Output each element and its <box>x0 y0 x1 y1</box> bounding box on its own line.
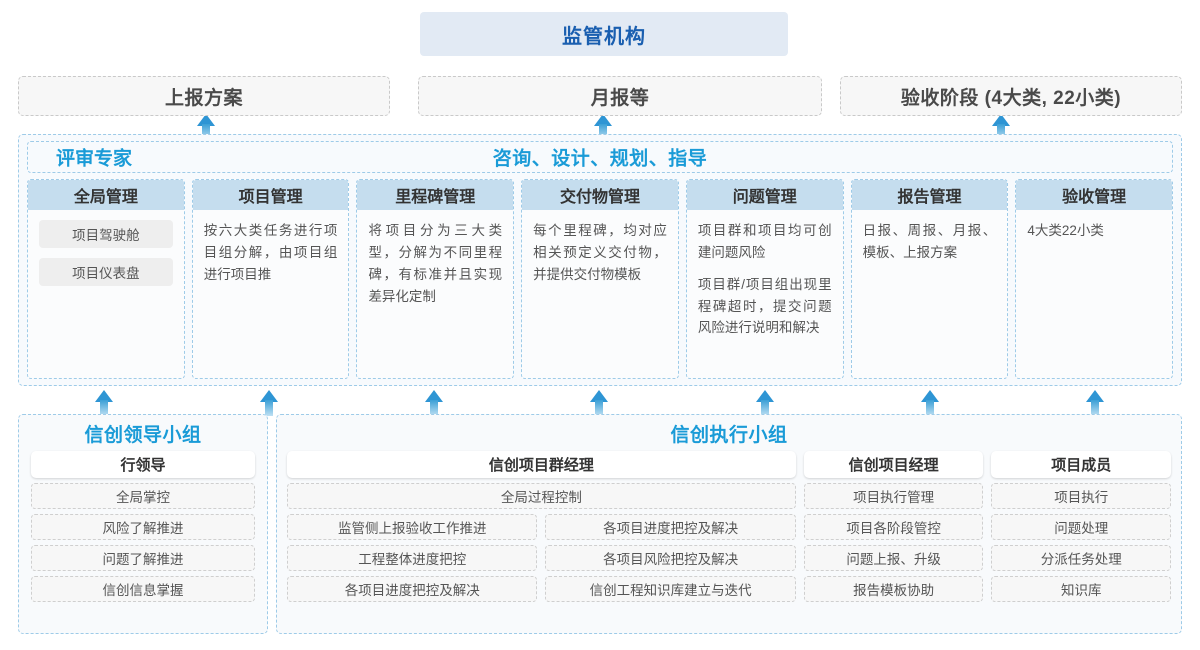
column-header: 里程碑管理 <box>357 180 514 210</box>
report-label: 上报方案 <box>164 87 243 109</box>
role-program-manager[interactable]: 信创项目群经理 <box>287 451 796 478</box>
task-item[interactable]: 全局掌控 <box>31 483 255 509</box>
arrow-up-col-3 <box>590 390 608 416</box>
task-item[interactable]: 监管侧上报验收工作推进 <box>287 514 538 540</box>
task-item[interactable]: 知识库 <box>991 576 1172 602</box>
role-bank-leader[interactable]: 行领导 <box>31 451 255 478</box>
task-item[interactable]: 项目执行 <box>991 483 1172 509</box>
task-item[interactable]: 问题了解推进 <box>31 545 255 571</box>
column-issue-management[interactable]: 问题管理 项目群和项目均可创建问题风险 项目群/项目组出现里程碑超时，提交问题风… <box>685 179 844 379</box>
pill-item[interactable]: 项目驾驶舱 <box>39 220 173 248</box>
regulator-box: 监管机构 <box>420 12 788 56</box>
exec-role-columns: 信创项目群经理 全局过程控制 监管侧上报验收工作推进 工程整体进度把控 各项目进… <box>287 451 1172 629</box>
task-item[interactable]: 问题处理 <box>991 514 1172 540</box>
report-label: 验收阶段 (4大类, 22小类) <box>900 87 1122 109</box>
column-header: 报告管理 <box>851 180 1008 210</box>
exec-group-title: 信创执行小组 <box>670 425 788 446</box>
task-item[interactable]: 问题上报、升级 <box>803 545 984 571</box>
review-expert-label: 评审专家 <box>56 148 133 170</box>
task-item[interactable]: 信创工程知识库建立与迭代 <box>545 576 796 602</box>
report-box-plan: 上报方案 <box>18 76 390 116</box>
report-row: 上报方案 月报等 验收阶段 (4大类, 22小类) <box>18 76 1182 116</box>
column-report-management[interactable]: 报告管理 日报、周报、月报、模板、上报方案 <box>850 179 1009 379</box>
program-manager-subcolumns: 监管侧上报验收工作推进 工程整体进度把控 各项目进度把控及解决 各项目进度把控及… <box>287 509 796 602</box>
program-manager-left-tasks: 监管侧上报验收工作推进 工程整体进度把控 各项目进度把控及解决 <box>287 509 538 602</box>
report-box-acceptance: 验收阶段 (4大类, 22小类) <box>840 76 1182 116</box>
column-milestone-management[interactable]: 里程碑管理 将项目分为三大类型，分解为不同里程碑，有标准并且实现差异化定制 <box>356 179 515 379</box>
column-paragraph: 日报、周报、月报、模板、上报方案 <box>862 223 997 260</box>
column-header: 交付物管理 <box>522 180 678 210</box>
task-item-full[interactable]: 全局过程控制 <box>287 483 796 509</box>
column-body: 每个里程碑，均对应相关预定义交付物，并提供交付物模板 <box>522 210 678 378</box>
column-paragraph: 将项目分为三大类型，分解为不同里程碑，有标准并且实现差异化定制 <box>368 223 503 304</box>
program-manager-right-tasks: 各项目进度把控及解决 各项目风险把控及解决 信创工程知识库建立与迭代 <box>545 509 796 602</box>
role-project-manager[interactable]: 信创项目经理 <box>803 451 984 478</box>
middle-panel: 评审专家 咨询、设计、规划、指导 全局管理 项目驾驶舱 项目仪表盘 项目管理 按… <box>18 134 1182 386</box>
column-body: 日报、周报、月报、模板、上报方案 <box>852 210 1008 378</box>
arrow-up-report-1 <box>594 114 612 140</box>
task-item[interactable]: 工程整体进度把控 <box>287 545 538 571</box>
role-project-member[interactable]: 项目成员 <box>991 451 1172 478</box>
report-box-monthly: 月报等 <box>418 76 822 116</box>
arrow-up-col-0 <box>95 390 113 416</box>
task-item[interactable]: 报告模板协助 <box>803 576 984 602</box>
column-body: 4大类22小类 <box>1016 210 1172 378</box>
exec-group-panel: 信创执行小组 信创项目群经理 全局过程控制 监管侧上报验收工作推进 工程整体进度… <box>276 414 1182 634</box>
column-acceptance-management[interactable]: 验收管理 4大类22小类 <box>1015 179 1174 379</box>
column-global-management[interactable]: 全局管理 项目驾驶舱 项目仪表盘 <box>27 179 185 379</box>
project-manager-block: 信创项目经理 项目执行管理 项目各阶段管控 问题上报、升级 报告模板协助 <box>803 451 984 629</box>
arrow-up-report-0 <box>197 114 215 140</box>
column-paragraph: 项目群/项目组出现里程碑超时，提交问题风险进行说明和解决 <box>697 276 832 336</box>
column-header: 项目管理 <box>192 180 349 210</box>
task-item[interactable]: 分派任务处理 <box>991 545 1172 571</box>
arrow-up-col-1 <box>260 390 278 416</box>
leader-group-title: 信创领导小组 <box>84 425 202 446</box>
arrow-up-col-2 <box>425 390 443 416</box>
regulator-label: 监管机构 <box>562 25 646 48</box>
column-header: 全局管理 <box>28 180 184 210</box>
task-item[interactable]: 各项目进度把控及解决 <box>545 514 796 540</box>
column-header: 问题管理 <box>686 180 843 210</box>
column-header: 验收管理 <box>1016 180 1173 210</box>
column-body: 项目驾驶舱 项目仪表盘 <box>28 210 184 378</box>
column-project-management[interactable]: 项目管理 按六大类任务进行项目组分解，由项目组进行项目推 <box>191 179 350 379</box>
column-paragraph: 按六大类任务进行项目组分解，由项目组进行项目推 <box>203 223 338 282</box>
task-item[interactable]: 信创信息掌握 <box>31 576 255 602</box>
arrow-up-report-2 <box>992 114 1010 140</box>
column-body: 将项目分为三大类型，分解为不同里程碑，有标准并且实现差异化定制 <box>357 210 513 378</box>
column-paragraph: 每个里程碑，均对应相关预定义交付物，并提供交付物模板 <box>533 223 667 282</box>
arrow-up-col-5 <box>921 390 939 416</box>
project-member-block: 项目成员 项目执行 问题处理 分派任务处理 知识库 <box>991 451 1172 629</box>
task-item[interactable]: 各项目进度把控及解决 <box>287 576 538 602</box>
report-label: 月报等 <box>590 87 650 109</box>
task-item[interactable]: 项目执行管理 <box>803 483 984 509</box>
middle-banner: 评审专家 咨询、设计、规划、指导 <box>27 141 1173 173</box>
program-manager-block: 信创项目群经理 全局过程控制 监管侧上报验收工作推进 工程整体进度把控 各项目进… <box>287 451 796 629</box>
consulting-label: 咨询、设计、规划、指导 <box>492 148 708 170</box>
column-body: 项目群和项目均可创建问题风险 项目群/项目组出现里程碑超时，提交问题风险进行说明… <box>687 210 843 378</box>
column-deliverable-management[interactable]: 交付物管理 每个里程碑，均对应相关预定义交付物，并提供交付物模板 <box>521 179 679 379</box>
pill-item[interactable]: 项目仪表盘 <box>39 258 173 286</box>
column-paragraph: 项目群和项目均可创建问题风险 <box>697 223 832 260</box>
arrow-up-col-6 <box>1086 390 1104 416</box>
capability-columns: 全局管理 项目驾驶舱 项目仪表盘 项目管理 按六大类任务进行项目组分解，由项目组… <box>27 179 1174 379</box>
task-item[interactable]: 项目各阶段管控 <box>803 514 984 540</box>
leader-group-panel: 信创领导小组 行领导 全局掌控 风险了解推进 问题了解推进 信创信息掌握 <box>18 414 268 634</box>
column-paragraph: 4大类22小类 <box>1027 223 1104 238</box>
arrow-up-col-4 <box>756 390 774 416</box>
column-body: 按六大类任务进行项目组分解，由项目组进行项目推 <box>193 210 349 378</box>
task-item[interactable]: 各项目风险把控及解决 <box>545 545 796 571</box>
task-item[interactable]: 风险了解推进 <box>31 514 255 540</box>
